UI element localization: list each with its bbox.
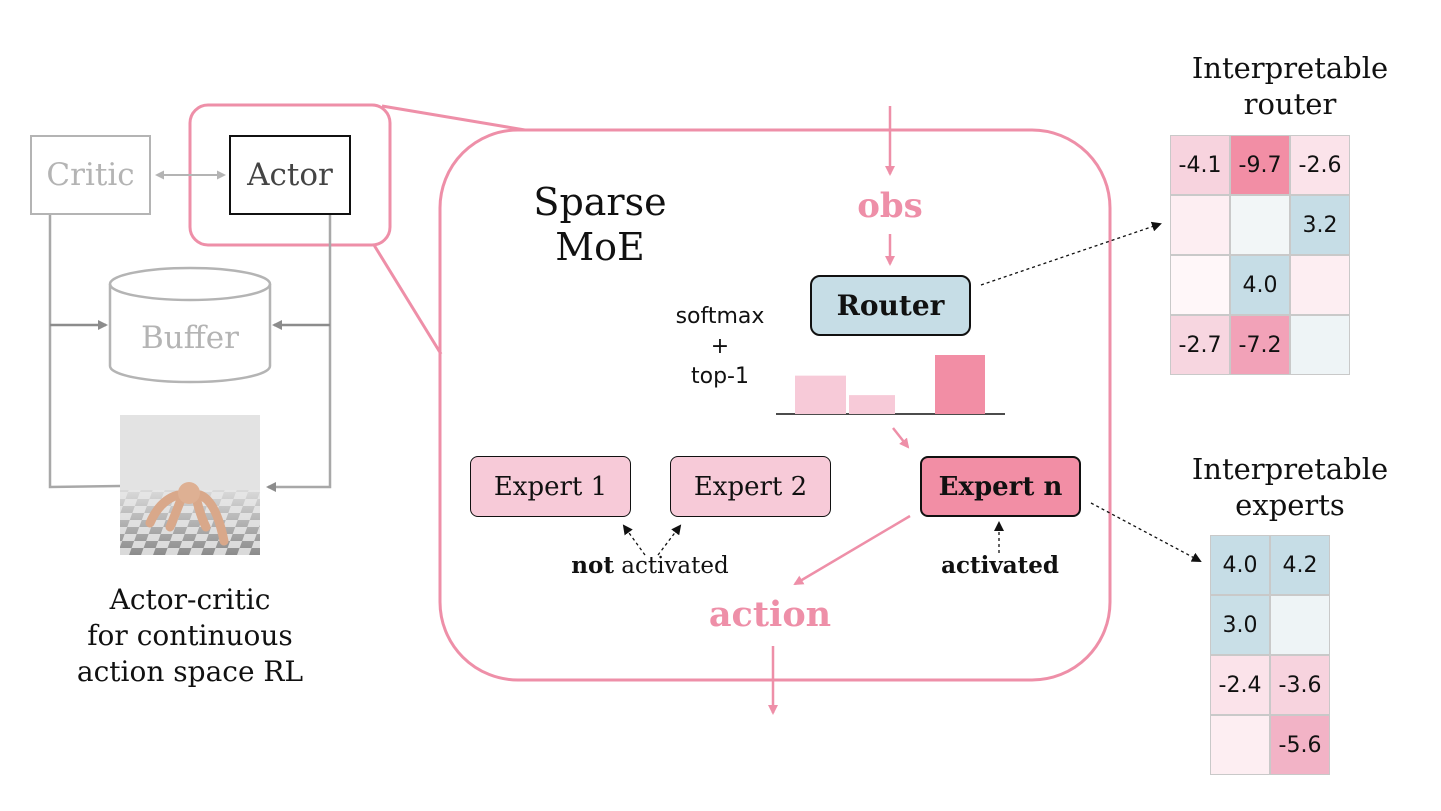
not-activated-rest: activated: [613, 553, 729, 579]
router-weight-cell-0-1: -9.7: [1230, 135, 1290, 195]
expert-to-panel-arrow: [1090, 502, 1202, 562]
expert-weight-cell-2-0: -2.4: [1210, 655, 1270, 715]
critic-loop-line: [48, 215, 121, 489]
routing-bar-1: [795, 375, 846, 414]
actor-label: Actor: [247, 157, 333, 193]
router-box: Router: [810, 275, 971, 336]
routing-bars: [795, 355, 985, 414]
router-panel-title-line-1: Interpretable: [1191, 51, 1389, 85]
expert-n-label: Expert n: [938, 471, 1063, 502]
expert-weight-cell-3-1: -5.6: [1270, 715, 1330, 775]
expert-2-label: Expert 2: [693, 471, 808, 502]
ant-simulation-image: [120, 415, 260, 555]
experts-panel-title: Interpretable experts: [1170, 451, 1410, 523]
softmax-line-2: +: [710, 334, 730, 359]
softmax-line-3: top-1: [691, 364, 749, 389]
router-to-panel-arrow: [980, 221, 1162, 286]
router-weight-cell-0-0: -4.1: [1170, 135, 1230, 195]
expert-to-action-arrow: [793, 514, 911, 586]
critic-box: Critic: [30, 135, 151, 215]
moe-title: Sparse MoE: [520, 180, 680, 270]
obs-label: obs: [857, 186, 923, 226]
moe-title-line-1: Sparse: [533, 180, 667, 224]
bars-to-expert-arrow: [892, 427, 910, 449]
not-activated-arrow-1: [622, 524, 646, 556]
moe-title-line-2: MoE: [555, 225, 645, 269]
critic-label: Critic: [46, 157, 135, 193]
not-activated-bold: not: [571, 552, 614, 579]
router-weight-cell-3-1: -7.2: [1230, 315, 1290, 375]
router-weight-cell-2-1: 4.0: [1230, 255, 1290, 315]
caption-line-1: Actor-critic: [109, 583, 271, 616]
zoom-line-top: [381, 104, 526, 132]
router-weight-cell-1-2: 3.2: [1290, 195, 1350, 255]
router-panel-title: Interpretable router: [1170, 50, 1410, 122]
expert-weight-cell-3-0: [1210, 715, 1270, 775]
router-label: Router: [836, 289, 945, 322]
expert-weight-cell-1-0: 3.0: [1210, 595, 1270, 655]
expert-weight-cell-1-1: [1270, 595, 1330, 655]
caption-line-3: action space RL: [76, 655, 304, 688]
router-weight-cell-1-1: [1230, 195, 1290, 255]
actor-box: Actor: [229, 135, 351, 215]
softmax-label: softmax + top-1: [660, 302, 780, 392]
ant-simulation-picture: [120, 415, 260, 555]
expert-2-box: Expert 2: [670, 456, 831, 517]
buffer-label: Buffer: [141, 320, 239, 356]
actor-loop-line: [266, 215, 332, 492]
expert-1-box: Expert 1: [470, 456, 631, 517]
routing-bar-3: [935, 355, 985, 414]
expert-weight-cell-0-1: 4.2: [1270, 535, 1330, 595]
left-caption: Actor-critic for continuous action space…: [40, 582, 340, 690]
softmax-line-1: softmax: [675, 304, 765, 329]
buffer-cylinder: [108, 266, 272, 384]
router-weight-cell-1-0: [1170, 195, 1230, 255]
router-weight-cell-3-0: -2.7: [1170, 315, 1230, 375]
router-weight-cell-2-2: [1290, 255, 1350, 315]
router-weight-cell-0-2: -2.6: [1290, 135, 1350, 195]
routing-bar-2: [849, 395, 895, 414]
expert-weight-cell-2-1: -3.6: [1270, 655, 1330, 715]
expert-weight-cell-0-0: 4.0: [1210, 535, 1270, 595]
expert-1-label: Expert 1: [493, 471, 608, 502]
experts-panel-title-line-2: experts: [1235, 488, 1345, 522]
action-label: action: [708, 594, 832, 635]
moe-outline: [438, 128, 1112, 682]
caption-line-2: for continuous: [87, 619, 293, 652]
experts-panel-title-line-1: Interpretable: [1191, 452, 1389, 486]
not-activated-arrow-2: [657, 524, 682, 556]
activated-label: activated: [941, 552, 1059, 579]
router-weight-cell-2-0: [1170, 255, 1230, 315]
router-panel-title-line-2: router: [1243, 87, 1337, 121]
zoom-line-bottom: [372, 244, 443, 355]
router-weight-cell-3-2: [1290, 315, 1350, 375]
not-activated-label: not activated: [550, 552, 750, 579]
expert-n-box: Expert n: [920, 456, 1081, 517]
